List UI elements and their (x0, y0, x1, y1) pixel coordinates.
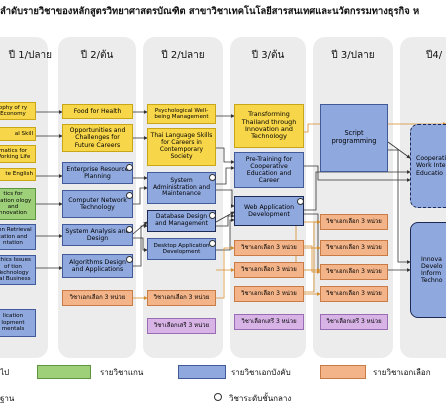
course-network: Computer Network Technology (62, 190, 133, 218)
legend-elective-label: รายวิชาเอกเลือก (373, 368, 431, 377)
course-coop: Cooperati Work Inte Educatio (410, 124, 446, 208)
intermediate-marker (209, 240, 216, 247)
legend-elective-swatch (320, 365, 366, 379)
course-psych: Psychological Well-being Management (147, 104, 216, 124)
elective-y3-early-2: วิชาเอกเลือก 3 หน่วย (234, 262, 304, 278)
legend-required-swatch (178, 365, 226, 379)
course-pretraining: Pre-Training for Cooperative Education a… (234, 152, 304, 188)
intermediate-marker (126, 256, 133, 263)
course-erp: Enterprise Resource Planning (62, 162, 133, 184)
elective-y3-late-3: วิชาเอกเลือก 3 หน่วย (320, 264, 388, 280)
column-header-year2-early: ปี 2/ต้น (80, 50, 114, 61)
line-database-to-webapp (215, 211, 235, 223)
course-sys-analysis: System Analysis and Design (62, 224, 133, 246)
line-sysadmin-to-webapp (216, 189, 235, 208)
course-transforming: Transforming Thailand through Innovation… (234, 104, 304, 148)
course-info-retrieval: tion Retrieval tation and ntation (0, 224, 36, 250)
intermediate-marker (126, 226, 133, 233)
legend-intermediate-label: วิชาระดับชั้นกลาง (229, 394, 292, 403)
line-database-to-webapp-2 (216, 214, 235, 227)
elective-y3-early-3: วิชาเอกเลือก 3 หน่วย (234, 286, 304, 302)
line-algorithms-to-database (133, 224, 148, 267)
course-database: Database Design and Management (147, 210, 216, 232)
elective-y2-early: วิชาเอกเลือก 3 หน่วย (62, 290, 133, 306)
course-ethics: ethics Issues of tion Technology ital Bu… (0, 255, 36, 285)
line-script-to-innovation (388, 149, 411, 264)
column-header-year4: ปี4/ (426, 50, 443, 61)
column-year3-late (313, 37, 393, 358)
course-application: lication lopment mentals (0, 309, 36, 337)
legend-core-label: รายวิชาแกน (100, 368, 144, 377)
course-food-health: Food for Health (62, 104, 133, 119)
line-sysanalysis-to-database (132, 221, 148, 235)
elective-y3-late-2: วิชาเอกเลือก 3 หน่วย (320, 240, 388, 256)
course-al-skill: al Skill (0, 127, 36, 141)
course-statistics: tics for mation ology and nnovation (0, 188, 36, 220)
intermediate-marker (126, 192, 133, 199)
line-sysadmin-to-pretraining (216, 166, 235, 185)
legend-core-swatch (37, 365, 91, 379)
course-desktop: Desktop Application Development (147, 238, 216, 260)
intermediate-marker (209, 174, 216, 181)
legend-intermediate-marker (214, 393, 222, 401)
elective-y2-late: วิชาเอกเลือก 3 หน่วย (147, 290, 216, 306)
course-webapp: Web Application Development (234, 196, 304, 226)
line-elective-chain-2 (216, 246, 235, 299)
intermediate-marker (126, 164, 133, 171)
intermediate-marker (209, 212, 216, 219)
legend-general-label: ไป (0, 368, 10, 377)
line-webapp-to-coop (304, 170, 411, 211)
line-desktop-to-webapp (216, 218, 235, 251)
line-elective-chain-7 (304, 245, 321, 274)
line-script-to-coop (387, 141, 411, 159)
course-algorithms: Algorithms Design and Applications (62, 254, 133, 278)
column-header-year2-late: ปี 2/ปลาย (161, 50, 205, 61)
line-elective-chain-8 (304, 220, 321, 293)
line-sysanalysis-to-desktop (133, 237, 148, 252)
course-opportunities: Opportunities and Challenges for Future … (62, 124, 133, 152)
course-te-english: te English (0, 168, 36, 181)
free-elective-y3-late: วิชาเลือกเสรี 3 หน่วย (320, 314, 388, 330)
course-innovation: Innova Develo Inform Techno (410, 222, 446, 318)
elective-y3-late-4: วิชาเอกเลือก 3 หน่วย (320, 286, 388, 302)
legend-basic-label: ฐาน (0, 394, 15, 403)
course-sys-admin: System Administration and Maintenance (147, 172, 216, 204)
course-philosophy: ophy of ry Economy (0, 102, 36, 120)
free-elective-y2-late: วิชาเลือกเสรี 3 หน่วย (147, 318, 216, 334)
free-elective-y3-early: วิชาเลือกเสรี 3 หน่วย (234, 314, 304, 330)
elective-y3-early-1: วิชาเอกเลือก 3 หน่วย (234, 240, 304, 256)
line-thai-to-pretraining (216, 147, 235, 164)
column-header-year3-early: ปี 3/ต้น (251, 50, 285, 61)
column-header-year3-late: ปี 3/ปลาย (331, 50, 375, 61)
line-network-to-sysadmin (133, 186, 148, 205)
course-mathematics: matics for Working Life (0, 145, 36, 163)
elective-y3-late-1: วิชาเอกเลือก 3 หน่วย (320, 214, 388, 230)
course-thai-language: Thai Language Skills for Careers in Cont… (147, 128, 216, 166)
course-script: Script programming (320, 104, 388, 172)
line-pretraining-to-coop (304, 165, 411, 182)
page-title: ลำดับรายวิชาของหลักสูตรวิทยาศาสตรบัณฑิต … (0, 6, 420, 17)
column-header-year1-late: ปี 1/ปลาย (8, 50, 52, 61)
legend-required-label: รายวิชาเอกบังคับ (231, 368, 291, 377)
intermediate-marker (297, 198, 304, 205)
